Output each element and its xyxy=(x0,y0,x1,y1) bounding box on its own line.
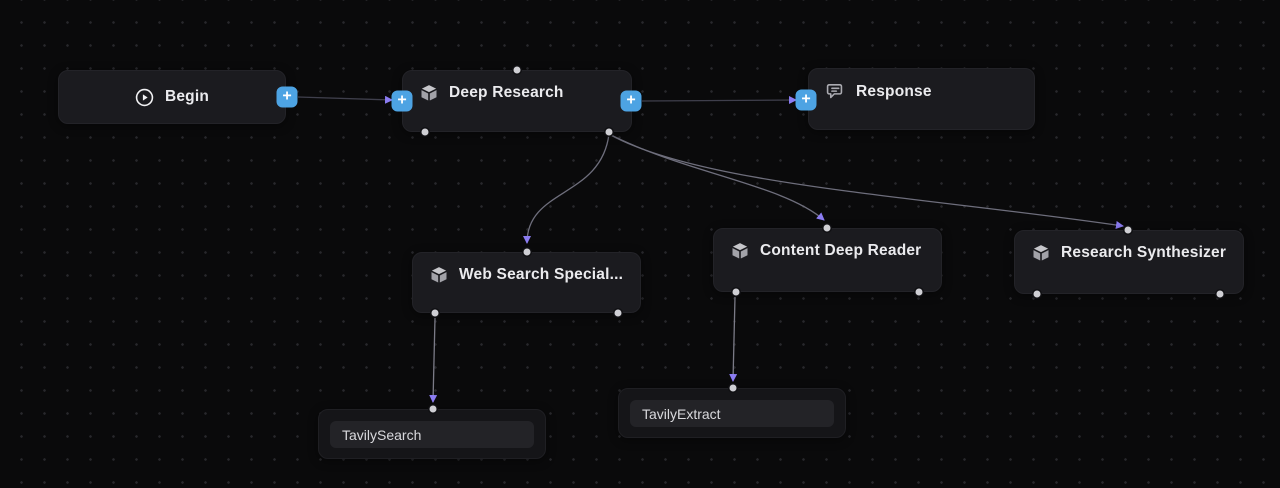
edge-web-search-to-tavily-search[interactable] xyxy=(429,317,438,403)
handle-tavily-search-top[interactable] xyxy=(429,405,437,413)
edge-content-reader-to-tavily-extract[interactable] xyxy=(729,296,738,382)
node-research-synthesizer-label: Research Synthesizer xyxy=(1061,244,1227,261)
edge-begin-to-deep-research[interactable] xyxy=(297,95,393,104)
node-web-search-specialist[interactable]: Web Search Special... xyxy=(412,252,641,313)
cube-icon xyxy=(1032,244,1050,262)
handle-synthesizer-bottom-left[interactable] xyxy=(1033,290,1041,298)
add-node-button-deep-research-left[interactable]: + xyxy=(391,90,413,112)
edge-deep-research-to-content-reader[interactable] xyxy=(608,133,825,221)
tool-item-tavily-extract-label: TavilyExtract xyxy=(642,405,721,422)
add-node-button-begin-right[interactable]: + xyxy=(276,86,298,108)
handle-content-reader-bottom-right[interactable] xyxy=(915,288,923,296)
node-content-deep-reader-label: Content Deep Reader xyxy=(760,242,922,259)
cube-icon xyxy=(731,242,749,260)
circle-play-icon xyxy=(135,88,154,107)
handle-web-search-bottom-right[interactable] xyxy=(614,309,622,317)
handle-web-search-bottom-left[interactable] xyxy=(431,309,439,317)
node-research-synthesizer[interactable]: Research Synthesizer xyxy=(1014,230,1244,294)
tool-item-tavily-search-label: TavilySearch xyxy=(342,426,422,443)
handle-content-reader-top[interactable] xyxy=(823,224,831,232)
chat-bubbles-icon xyxy=(826,82,845,101)
node-response[interactable]: Response xyxy=(808,68,1035,130)
handle-content-reader-bottom-left[interactable] xyxy=(732,288,740,296)
handle-deep-research-bottom-right[interactable] xyxy=(605,128,613,136)
handle-synthesizer-bottom-right[interactable] xyxy=(1216,290,1224,298)
node-begin-label: Begin xyxy=(164,88,210,105)
cube-icon xyxy=(420,84,438,102)
tool-item-tavily-extract[interactable]: TavilyExtract xyxy=(630,400,834,427)
node-begin[interactable]: Begin xyxy=(58,70,286,124)
node-response-label: Response xyxy=(856,82,932,100)
handle-tavily-extract-top[interactable] xyxy=(729,384,737,392)
add-node-button-response-left[interactable]: + xyxy=(795,89,817,111)
node-content-deep-reader[interactable]: Content Deep Reader xyxy=(713,228,942,292)
cube-icon xyxy=(430,266,448,284)
node-tavily-search[interactable]: TavilySearch xyxy=(318,409,546,459)
edge-deep-research-to-synthesizer[interactable] xyxy=(608,133,1124,229)
node-deep-research[interactable]: Deep Research xyxy=(402,70,632,132)
handle-web-search-top[interactable] xyxy=(523,248,531,256)
edge-deep-research-to-web-search[interactable] xyxy=(523,133,610,244)
edge-deep-research-to-response[interactable] xyxy=(641,96,797,105)
handle-synthesizer-top[interactable] xyxy=(1124,226,1132,234)
node-deep-research-label: Deep Research xyxy=(449,84,564,101)
handle-deep-research-top[interactable] xyxy=(513,66,521,74)
node-tavily-extract[interactable]: TavilyExtract xyxy=(618,388,846,438)
tool-item-tavily-search[interactable]: TavilySearch xyxy=(330,421,534,448)
handle-deep-research-bottom-left[interactable] xyxy=(421,128,429,136)
node-web-search-specialist-label: Web Search Special... xyxy=(459,266,624,283)
add-node-button-deep-research-right[interactable]: + xyxy=(620,90,642,112)
